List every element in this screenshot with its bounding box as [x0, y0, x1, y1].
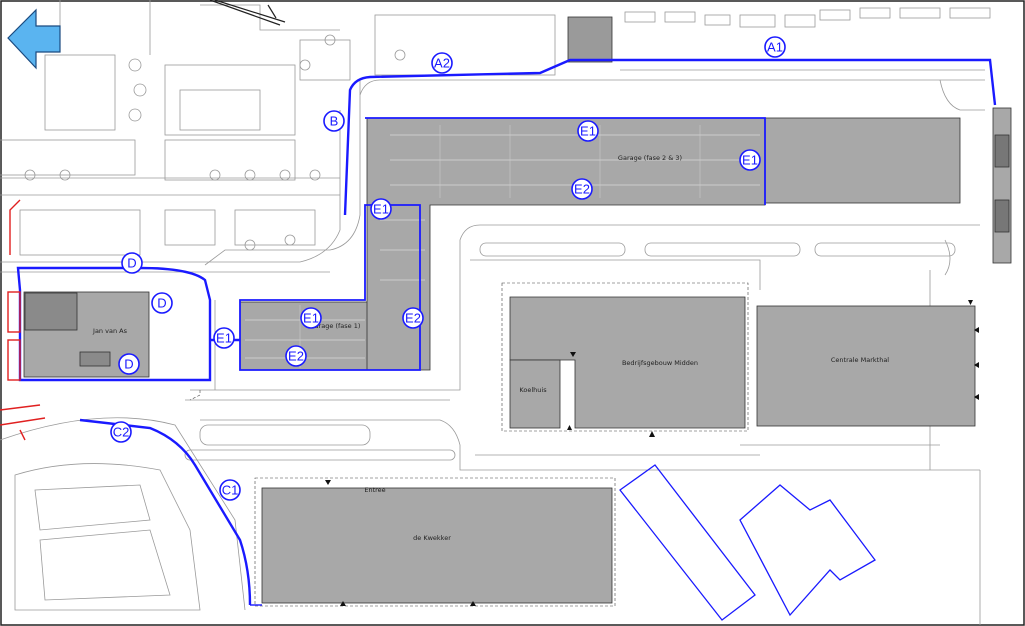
svg-text:C2: C2 — [113, 425, 130, 440]
marker-D-top[interactable]: D — [121, 252, 143, 274]
dashed-outlines — [189, 282, 749, 607]
label-entree: Entree — [364, 486, 385, 494]
label-bedrijfsgebouw: Bedrijfsgebouw Midden — [622, 359, 698, 367]
label-de-kwekker: de Kwekker — [413, 534, 451, 542]
svg-text:E2: E2 — [288, 349, 304, 364]
marker-E2-top[interactable]: E2 — [571, 178, 593, 200]
svg-text:E2: E2 — [574, 182, 590, 197]
marker-D-right[interactable]: D — [151, 292, 173, 314]
entrance-markers — [325, 300, 979, 606]
svg-text:B: B — [330, 114, 339, 129]
building-koelhuis — [509, 359, 561, 429]
svg-text:D: D — [124, 357, 133, 372]
marker-C2[interactable]: C2 — [110, 421, 132, 443]
new-buildings-outline — [619, 464, 876, 621]
marker-E1-right[interactable]: E1 — [739, 149, 761, 171]
red-markings — [0, 199, 46, 441]
label-garage-phase1: Garage (fase 1) — [310, 322, 361, 330]
marker-E1-left[interactable]: E1 — [370, 198, 392, 220]
marker-E1-west[interactable]: E1 — [213, 327, 235, 349]
marker-E1-lower[interactable]: E1 — [300, 307, 322, 329]
label-garage-phase2: Garage (fase 2 & 3) — [618, 154, 682, 162]
parking-dividers — [299, 125, 701, 368]
svg-text:E1: E1 — [303, 311, 319, 326]
marker-E2-lower[interactable]: E2 — [285, 345, 307, 367]
route-lines — [16, 58, 997, 606]
svg-text:A2: A2 — [434, 56, 450, 71]
marker-C1[interactable]: C1 — [219, 479, 241, 501]
label-centrale-markthal: Centrale Markthal — [831, 356, 889, 364]
building-de-kwekker — [261, 487, 613, 604]
svg-text:D: D — [157, 296, 166, 311]
svg-text:D: D — [127, 256, 136, 271]
svg-text:E2: E2 — [405, 311, 421, 326]
label-koelhuis: Koelhuis — [519, 386, 547, 394]
svg-text:E1: E1 — [373, 202, 389, 217]
building-garage-annex — [764, 117, 961, 204]
svg-text:E1: E1 — [580, 124, 596, 139]
svg-text:C1: C1 — [222, 483, 239, 498]
svg-text:E1: E1 — [742, 153, 758, 168]
context-linework — [0, 0, 991, 625]
marker-A1[interactable]: A1 — [764, 36, 786, 58]
buildings — [23, 16, 1012, 604]
marker-D-bottom[interactable]: D — [118, 353, 140, 375]
label-jan-van-as: Jan van As — [92, 327, 128, 335]
svg-text:A1: A1 — [767, 40, 783, 55]
marker-E1-top[interactable]: E1 — [577, 120, 599, 142]
building-centrale-markthal — [756, 305, 976, 427]
marker-B[interactable]: B — [323, 110, 345, 132]
svg-text:E1: E1 — [216, 331, 232, 346]
marker-A2[interactable]: A2 — [431, 52, 453, 74]
marker-E2-right[interactable]: E2 — [402, 307, 424, 329]
rail-track — [209, 0, 286, 26]
arrow-left-icon[interactable] — [7, 8, 61, 70]
